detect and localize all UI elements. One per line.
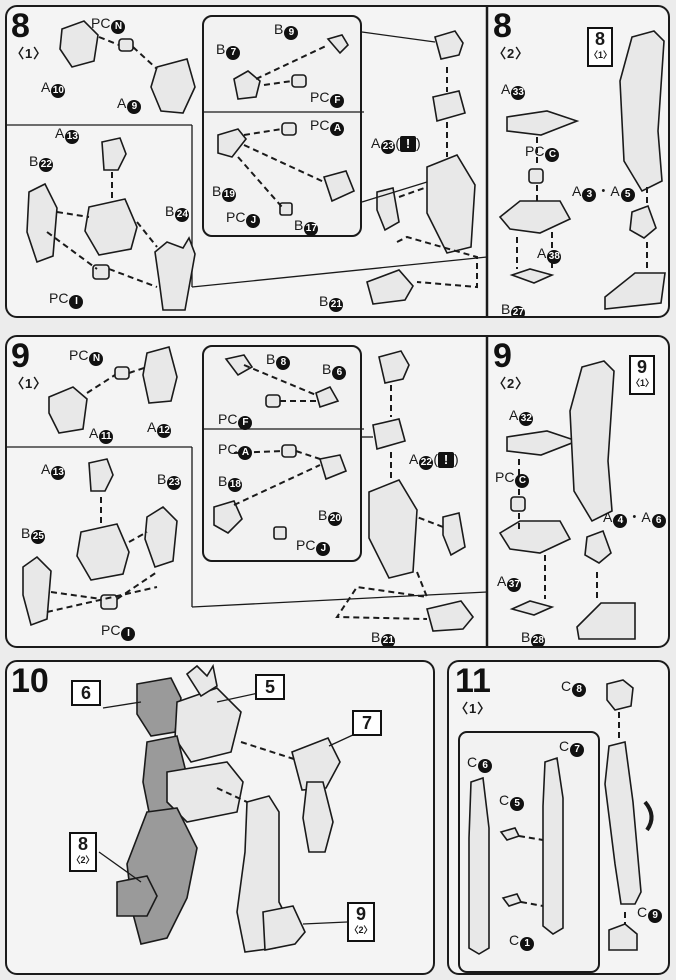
step-9-drawing xyxy=(7,337,636,646)
ref-8-1-num: 8 xyxy=(594,29,605,49)
step-11-sub: 〈1〉 xyxy=(455,701,492,716)
step-10-number: 10 xyxy=(11,662,49,700)
ref-8-2-box: 8 〈2〉 xyxy=(69,832,97,872)
ref-8-1-sub: 〈1〉 xyxy=(589,50,613,60)
ref-9-2-box: 9 〈2〉 xyxy=(347,902,375,942)
ref-9-2-sub: 〈2〉 xyxy=(349,925,373,935)
caution-icon-9: ! xyxy=(438,452,455,468)
ref-8-2-num: 8 xyxy=(77,834,88,854)
step-10-drawing xyxy=(98,663,356,953)
ref-5-box: 5 xyxy=(255,674,285,700)
ref-9-1-num: 9 xyxy=(636,357,647,377)
step-9-sub-1: 〈1〉 xyxy=(11,376,48,391)
ref-7-box: 7 xyxy=(352,710,382,736)
caution-icon: ! xyxy=(400,136,417,152)
step-8-sub-2: 〈2〉 xyxy=(493,46,530,61)
ref-9-2-num: 9 xyxy=(355,904,366,924)
step-8-2-number: 8 xyxy=(493,7,512,45)
step-8-sub-1: 〈1〉 xyxy=(11,46,48,61)
step-9-number: 9 xyxy=(11,337,30,375)
ref-6-box: 6 xyxy=(71,680,101,706)
step-10-panel: 10 6 5 7 8 〈2〉 9 〈2〉 xyxy=(5,660,435,975)
step-8-number: 8 xyxy=(11,7,30,45)
step-9-sub-box-drawing xyxy=(204,354,364,540)
step-8-drawing xyxy=(7,7,666,316)
ref-9-1-sub: 〈1〉 xyxy=(631,378,655,388)
step-11-number: 11 xyxy=(455,662,491,700)
step-8-sub-box-drawing xyxy=(204,34,364,216)
ref-8-1-box: 8 〈1〉 xyxy=(587,27,613,67)
step-11-drawing xyxy=(458,679,654,973)
ref-8-2-sub: 〈2〉 xyxy=(71,855,95,865)
step-9-sub-2: 〈2〉 xyxy=(493,376,530,391)
step-9-2-number: 9 xyxy=(493,337,512,375)
ref-9-1-box: 9 〈1〉 xyxy=(629,355,655,395)
